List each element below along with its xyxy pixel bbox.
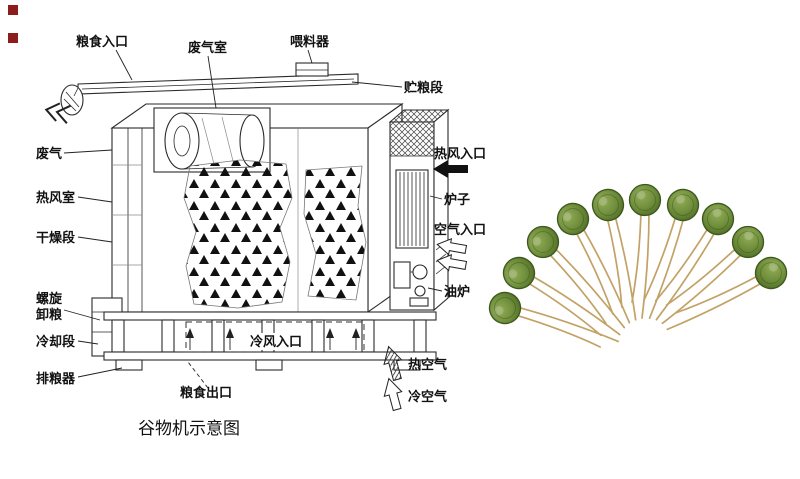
label-cooling-section: 冷却段 <box>36 334 75 349</box>
label-grain-inlet: 粮食入口 <box>76 34 128 49</box>
air-inlet-arrow-icon <box>436 253 468 272</box>
label-hot-air: 热空气 <box>408 357 447 372</box>
label-exhaust-chamber: 废气室 <box>188 40 227 55</box>
label-oil-burner: 油炉 <box>444 284 470 299</box>
label-cold-air: 冷空气 <box>408 389 447 404</box>
label-hot-air-chamber: 热风室 <box>36 190 75 205</box>
dryer-diagram: 粮食入口 废气室 喂料器 贮粮段 废气 热风室 干燥段 螺旋 卸粮 冷却段 排粮… <box>8 5 486 438</box>
label-backdrop <box>248 333 306 350</box>
feeder-box <box>295 62 329 77</box>
air-inlet-arrow-icon <box>436 237 468 256</box>
cold-air-arrow-icon <box>383 377 403 412</box>
label-furnace: 炉子 <box>444 192 470 207</box>
red-square-marker <box>8 5 18 15</box>
diagram-caption: 谷物机示意图 <box>138 419 240 438</box>
grain-region-right <box>303 165 367 301</box>
label-cold-air-inlet: 冷风入口 <box>250 334 302 349</box>
label-spiral-unload-2: 卸粮 <box>36 307 63 322</box>
furnace-tower <box>388 108 450 312</box>
label-drying-section: 干燥段 <box>36 230 75 245</box>
thermistor-photo <box>485 183 794 355</box>
label-grain-discharger: 排粮器 <box>36 371 76 386</box>
label-exhaust-gas: 废气 <box>36 146 62 161</box>
thermistor <box>660 250 794 347</box>
label-spiral-unload-1: 螺旋 <box>36 291 63 306</box>
oil-burner-unit <box>393 261 429 307</box>
hot-air-inlet-arrow-icon <box>433 160 468 178</box>
base-airflow-arrows <box>186 328 360 350</box>
label-air-inlet: 空气入口 <box>434 222 486 237</box>
label-grain-outlet: 粮食出口 <box>180 385 232 400</box>
feed-conveyor <box>44 62 359 124</box>
machine-base <box>91 297 437 371</box>
leader-lines <box>63 49 443 389</box>
hot-air-arrow-icon <box>383 345 403 382</box>
exhaust-out-arrow-icon <box>44 102 72 124</box>
label-storage-section: 贮粮段 <box>403 80 443 95</box>
red-square-marker <box>8 33 18 43</box>
grain-region-left <box>183 159 293 309</box>
label-feeder: 喂料器 <box>290 34 330 49</box>
label-hot-air-inlet: 热风入口 <box>434 146 486 161</box>
cold-air-inlet-region <box>185 321 365 353</box>
